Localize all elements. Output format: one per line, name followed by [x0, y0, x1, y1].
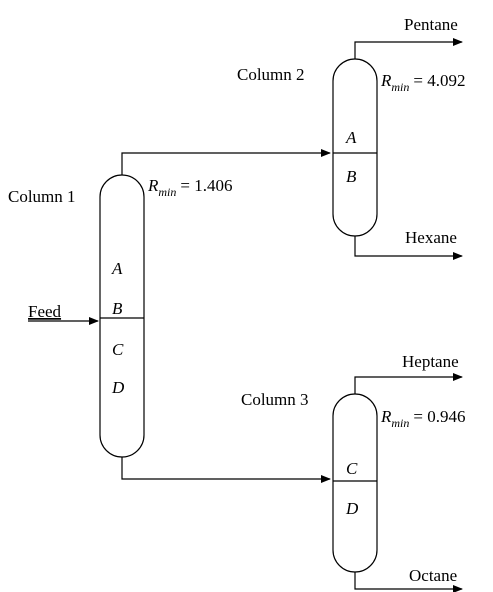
column-3-rmin-symbol: R [380, 407, 392, 426]
column-3-component-c: C [346, 459, 358, 478]
column-3-component-d: D [345, 499, 359, 518]
pentane-label: Pentane [404, 15, 458, 34]
octane-label: Octane [409, 566, 457, 585]
column-1-component-c: C [112, 340, 124, 359]
column-1: Column 1 Rmin = 1.406 A B C D [8, 174, 232, 458]
octane-stream-line [354, 572, 463, 592]
column-1-rmin-value: = 1.406 [180, 176, 232, 195]
column-2-vessel [332, 58, 378, 237]
column-1-label: Column 1 [8, 187, 76, 206]
column-1-component-d: D [111, 378, 125, 397]
hexane-label: Hexane [405, 228, 457, 247]
column-3-rmin: Rmin = 0.946 [380, 407, 465, 430]
column-1-component-b: B [112, 299, 123, 318]
column-2-rmin-symbol: R [380, 71, 392, 90]
column-3-label: Column 3 [241, 390, 309, 409]
column-1-rmin-symbol: R [147, 176, 159, 195]
column-1-rmin: Rmin = 1.406 [147, 176, 232, 199]
column-2-rmin-subscript: min [391, 80, 409, 94]
column-2-component-a: A [345, 128, 357, 147]
feed-label: Feed [28, 302, 62, 321]
column-3-vessel [332, 393, 378, 573]
column-2-label: Column 2 [237, 65, 305, 84]
column-2-component-b: B [346, 167, 357, 186]
column-2-rmin-value: = 4.092 [413, 71, 465, 90]
feed-stream: Feed [28, 302, 99, 325]
column-3-rmin-subscript: min [391, 416, 409, 430]
column-2: Column 2 Rmin = 4.092 A B [237, 58, 465, 237]
hexane-stream-line [354, 236, 463, 260]
heptane-label: Heptane [402, 352, 459, 371]
column-1-rmin-subscript: min [158, 185, 176, 199]
pentane-stream-line [354, 38, 463, 59]
column-2-rmin: Rmin = 4.092 [380, 71, 465, 94]
heptane-stream-line [354, 373, 463, 394]
column-3-rmin-value: = 0.946 [413, 407, 465, 426]
column-1-component-a: A [111, 259, 123, 278]
column-1-overhead-line [121, 149, 331, 175]
column-3: Column 3 Rmin = 0.946 C D [241, 390, 465, 573]
column-1-bottoms-line [121, 457, 331, 483]
